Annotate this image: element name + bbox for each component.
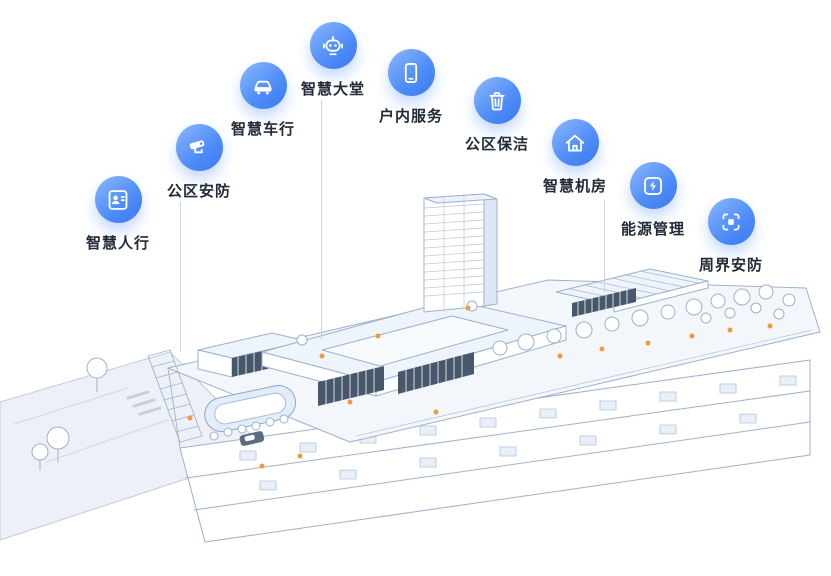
feature-energy-management: 能源管理 — [605, 162, 701, 239]
feature-smart-lobby: 智慧大堂 — [285, 22, 381, 99]
trash-bin-icon — [473, 77, 521, 124]
feature-label: 智慧大堂 — [300, 81, 365, 98]
feature-public-area-cleaning: 公区保洁 — [449, 77, 545, 154]
feature-perimeter-security: 周界安防 — [683, 198, 779, 275]
feature-label: 智慧车行 — [230, 121, 295, 138]
cctv-camera-icon — [175, 124, 223, 171]
feature-label: 周界安防 — [698, 257, 763, 274]
podium-base — [179, 359, 811, 543]
lightning-icon — [629, 162, 677, 209]
leader-line-machine-room — [604, 200, 605, 292]
feature-label: 公区安防 — [166, 183, 231, 200]
perimeter-frame-icon — [707, 198, 755, 245]
feature-public-area-security: 公区安防 — [151, 124, 247, 201]
trees — [31, 284, 796, 471]
tower — [423, 193, 498, 313]
small-car — [239, 431, 265, 446]
courtyard-ring — [261, 299, 567, 406]
plant-accents — [187, 305, 773, 469]
leader-line-smart-lobby — [321, 100, 322, 340]
robot-icon — [309, 22, 357, 69]
house-icon — [551, 119, 599, 166]
feature-label: 智慧机房 — [542, 178, 607, 195]
feature-smart-machine-room: 智慧机房 — [527, 119, 623, 196]
feature-label: 智慧人行 — [85, 235, 150, 252]
stairs — [147, 349, 203, 443]
feature-label: 能源管理 — [620, 221, 685, 238]
feature-smart-pedestrian: 智慧人行 — [70, 176, 166, 253]
feature-label: 户内服务 — [378, 108, 443, 125]
right-pavilion — [555, 268, 709, 317]
feature-indoor-service: 户内服务 — [363, 49, 459, 126]
feature-smart-vehicle: 智慧车行 — [215, 62, 311, 139]
feature-label: 公区保洁 — [464, 136, 529, 153]
car-icon — [239, 62, 287, 109]
smartphone-icon — [387, 49, 435, 96]
leader-line-public-security — [180, 202, 181, 352]
id-badge-icon — [94, 176, 142, 223]
